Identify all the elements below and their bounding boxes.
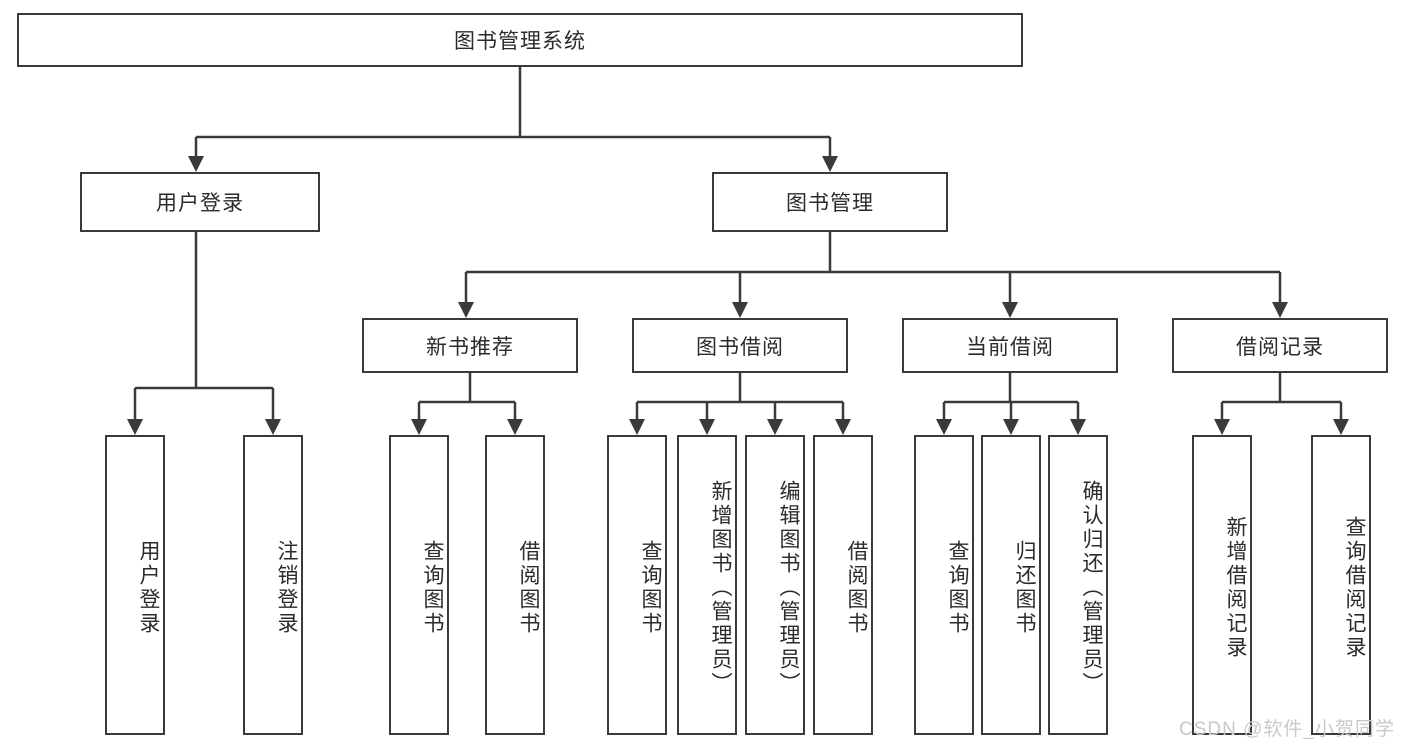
node-user-login[interactable]: 用户登录: [80, 172, 320, 232]
leaf-user-login[interactable]: 用户登录: [105, 435, 165, 735]
leaf-borrow-book-recommend[interactable]: 借阅图书: [485, 435, 545, 735]
node-new-book-recommend[interactable]: 新书推荐: [362, 318, 578, 373]
node-borrow-record[interactable]: 借阅记录: [1172, 318, 1388, 373]
leaf-borrow-book[interactable]: 借阅图书: [813, 435, 873, 735]
leaf-confirm-return-admin[interactable]: 确认归还（管理员）: [1048, 435, 1108, 735]
leaf-edit-book-admin[interactable]: 编辑图书（管理员）: [745, 435, 805, 735]
leaf-add-borrow-record[interactable]: 新增借阅记录: [1192, 435, 1252, 735]
node-book-management-system[interactable]: 图书管理系统: [17, 13, 1023, 67]
leaf-query-book-borrow[interactable]: 查询图书: [607, 435, 667, 735]
leaf-logout-login[interactable]: 注销登录: [243, 435, 303, 735]
node-book-borrow[interactable]: 图书借阅: [632, 318, 848, 373]
leaf-add-book-admin[interactable]: 新增图书（管理员）: [677, 435, 737, 735]
csdn-watermark: CSDN @软件_小贺同学: [1179, 719, 1395, 740]
leaf-query-borrow-record[interactable]: 查询借阅记录: [1311, 435, 1371, 735]
leaf-query-book-recommend[interactable]: 查询图书: [389, 435, 449, 735]
node-current-borrow[interactable]: 当前借阅: [902, 318, 1118, 373]
leaf-return-book[interactable]: 归还图书: [981, 435, 1041, 735]
node-book-management[interactable]: 图书管理: [712, 172, 948, 232]
leaf-query-book-current[interactable]: 查询图书: [914, 435, 974, 735]
